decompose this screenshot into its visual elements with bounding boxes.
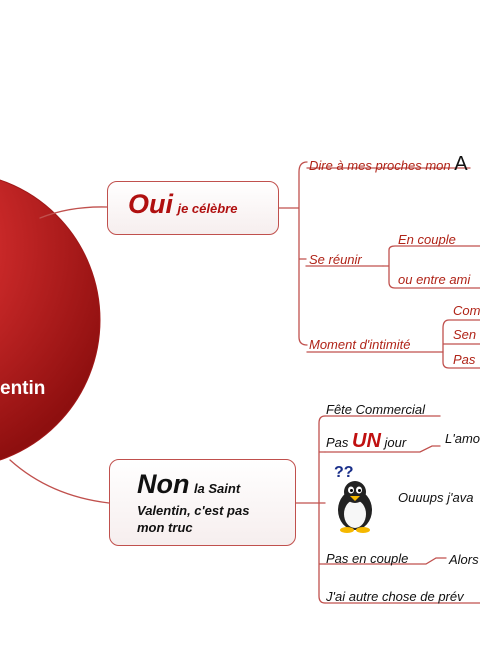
entre-amis-label[interactable]: ou entre ami [398, 272, 471, 287]
central-topic-circle[interactable] [0, 172, 101, 468]
non-sub-line2: Valentin, c'est pas [137, 503, 250, 518]
question-marks: ?? [334, 464, 354, 481]
non-node-content: Non la Saint [137, 469, 240, 500]
pas-un-jour-label[interactable]: Pas UN jour [326, 430, 406, 453]
dire-label[interactable]: Dire à mes proches mon A [309, 153, 468, 176]
dire-trailing-text: A [454, 153, 468, 175]
non-sub-line3: mon truc [137, 520, 193, 535]
se-reunir-label[interactable]: Se réunir [309, 252, 362, 267]
alors-label[interactable]: Alors [449, 552, 479, 567]
lamo-label[interactable]: L'amo [445, 431, 480, 446]
connector-non-trunk [295, 415, 326, 604]
connector-center-oui [39, 206, 108, 219]
autre-label[interactable]: J'ai autre chose de prév [326, 589, 464, 604]
non-sub-line1: la Saint [193, 481, 241, 496]
en-couple-label[interactable]: En couple [398, 232, 456, 247]
oui-node-content: Oui je célèbre [128, 189, 237, 220]
moment-child-2[interactable]: Sen [453, 327, 477, 342]
connector-couple-bracket [382, 245, 480, 289]
moment-child-3[interactable]: Pas [453, 352, 476, 367]
connector-moment-bracket [442, 319, 480, 369]
oui-main-label: Oui [128, 189, 173, 219]
ouuups-label[interactable]: Ouuups j'ava [398, 490, 474, 505]
oui-node[interactable] [107, 181, 279, 235]
central-topic-label: entin [0, 378, 46, 399]
non-node[interactable] [109, 459, 296, 546]
oui-sub-label: je célèbre [177, 201, 238, 216]
pas-couple-label[interactable]: Pas en couple [326, 551, 409, 566]
un-text: UN [352, 430, 381, 452]
connector-pas-un-jour [324, 445, 441, 453]
pas-text: Pas [326, 435, 349, 450]
moment-label[interactable]: Moment d'intimité [309, 337, 411, 352]
connector-center-non [9, 459, 110, 504]
jour-text: jour [384, 435, 407, 450]
non-main-label: Non [137, 469, 190, 499]
connector-oui-trunk [278, 161, 308, 346]
fete-label[interactable]: Fête Commercial [326, 402, 425, 417]
moment-child-1[interactable]: Com [453, 303, 480, 318]
penguin-icon [338, 481, 372, 533]
dire-text: Dire à mes proches mon [309, 158, 451, 173]
connector-pas-couple [324, 557, 447, 565]
